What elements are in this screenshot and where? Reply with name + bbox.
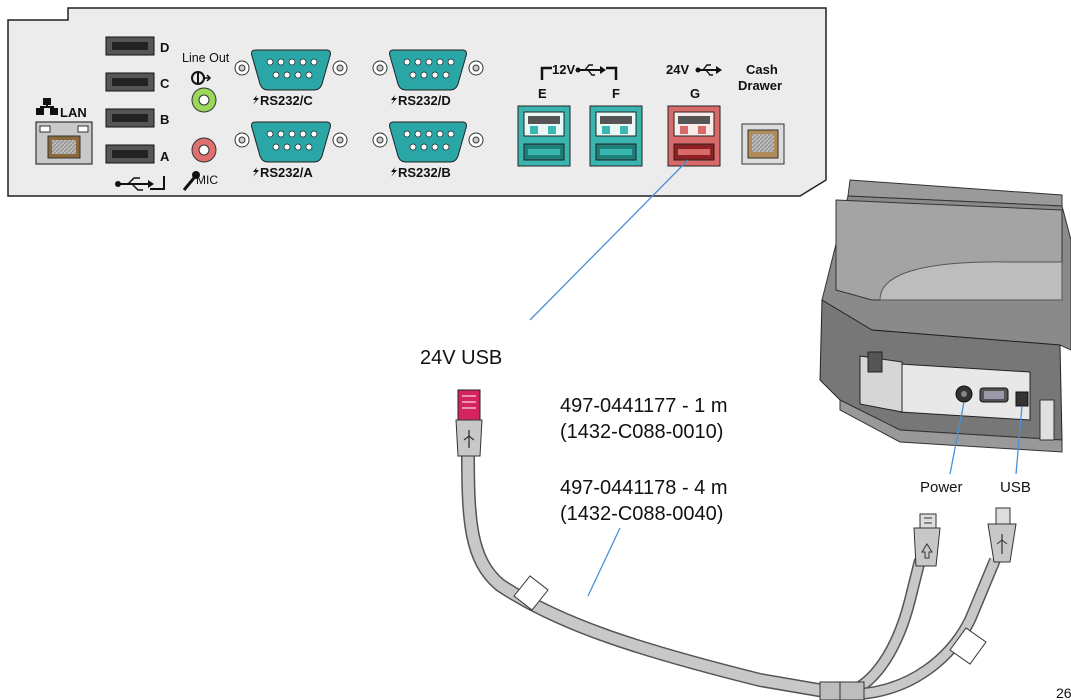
leader-line-power <box>949 401 965 475</box>
usb-symbol-icon <box>115 176 165 191</box>
cable-tag-1 <box>513 575 549 611</box>
powered-usb-12v-label: 12V <box>552 62 575 77</box>
powered-usb-24v-label: 24V <box>666 62 689 77</box>
serial-port-d: RS232/D <box>372 49 484 108</box>
24v-usb-label: 24V USB <box>420 347 502 369</box>
printer-power-label: Power <box>920 479 963 496</box>
line-out-label: Line Out <box>182 51 230 65</box>
port-e-label: E <box>538 86 547 101</box>
usb-port-b-label: B <box>160 112 169 127</box>
cash-drawer-label-2: Drawer <box>738 78 782 93</box>
network-icon <box>36 98 58 115</box>
headphone-icon <box>191 71 212 85</box>
part-number-1m: 497-0441177 - 1 m <box>560 395 728 417</box>
part-number-4m-alt: (1432-C088-0040) <box>560 503 723 525</box>
serial-port-d-label: RS232/D <box>398 93 451 108</box>
cash-drawer-label-1: Cash <box>746 62 778 77</box>
lan-port: LAN <box>35 98 93 165</box>
usb-port-c: C <box>105 72 170 92</box>
microphone-icon <box>182 171 200 191</box>
cable-tag-2 <box>949 627 987 665</box>
leader-line-cable <box>587 527 621 597</box>
usb-12v-symbol-icon <box>575 64 606 76</box>
printer: Power USB <box>819 179 1071 496</box>
power-plug <box>913 513 941 567</box>
usb-port-d: D <box>105 36 169 56</box>
leader-line-port-g <box>529 159 689 321</box>
serial-port-c-label: RS232/C <box>260 93 313 108</box>
serial-port-c: RS232/C <box>234 49 348 108</box>
serial-port-a-label: RS232/A <box>260 165 313 180</box>
usb-port-stack: D C B A <box>105 36 170 191</box>
serial-port-b: RS232/B <box>372 121 484 180</box>
mic-label: MIC <box>196 173 218 187</box>
usb-b-icon <box>996 534 1008 554</box>
powered-usb-port-f <box>589 105 643 167</box>
powered-serial-icons <box>253 95 397 177</box>
audio-ports: Line Out MIC <box>182 51 230 191</box>
printer-usb-label: USB <box>1000 479 1031 496</box>
serial-port-b-label: RS232/B <box>398 165 451 180</box>
power-arrow-icon <box>921 543 933 559</box>
usb-port-b: B <box>105 108 169 128</box>
leader-line-usb <box>1015 405 1023 475</box>
usb-b-plug <box>987 507 1017 563</box>
printer-usb-port <box>1015 391 1029 407</box>
powered-usb-24v-group: 24V G <box>666 62 722 101</box>
figure-number: 26 <box>1056 685 1071 700</box>
powered-usb-port-e <box>517 105 571 167</box>
powered-usb-12v-group: 12V E F <box>538 62 620 101</box>
usb-port-c-label: C <box>160 76 170 91</box>
cash-drawer-port: Cash Drawer <box>738 62 785 165</box>
port-f-label: F <box>612 86 620 101</box>
y-cable <box>455 389 1017 700</box>
24v-usb-connector <box>455 389 483 457</box>
port-g-label: G <box>690 86 700 101</box>
part-number-4m: 497-0441178 - 4 m <box>560 477 728 499</box>
usb-port-d-label: D <box>160 40 169 55</box>
usb-port-a-label: A <box>160 149 170 164</box>
lan-label: LAN <box>60 105 87 120</box>
serial-port-a: RS232/A <box>234 121 348 180</box>
usb-port-a: A <box>105 144 170 164</box>
usb-trident-icon <box>463 430 475 448</box>
powered-usb-port-g <box>667 105 721 167</box>
part-number-1m-alt: (1432-C088-0010) <box>560 421 723 443</box>
usb-24v-symbol-icon <box>695 64 722 76</box>
